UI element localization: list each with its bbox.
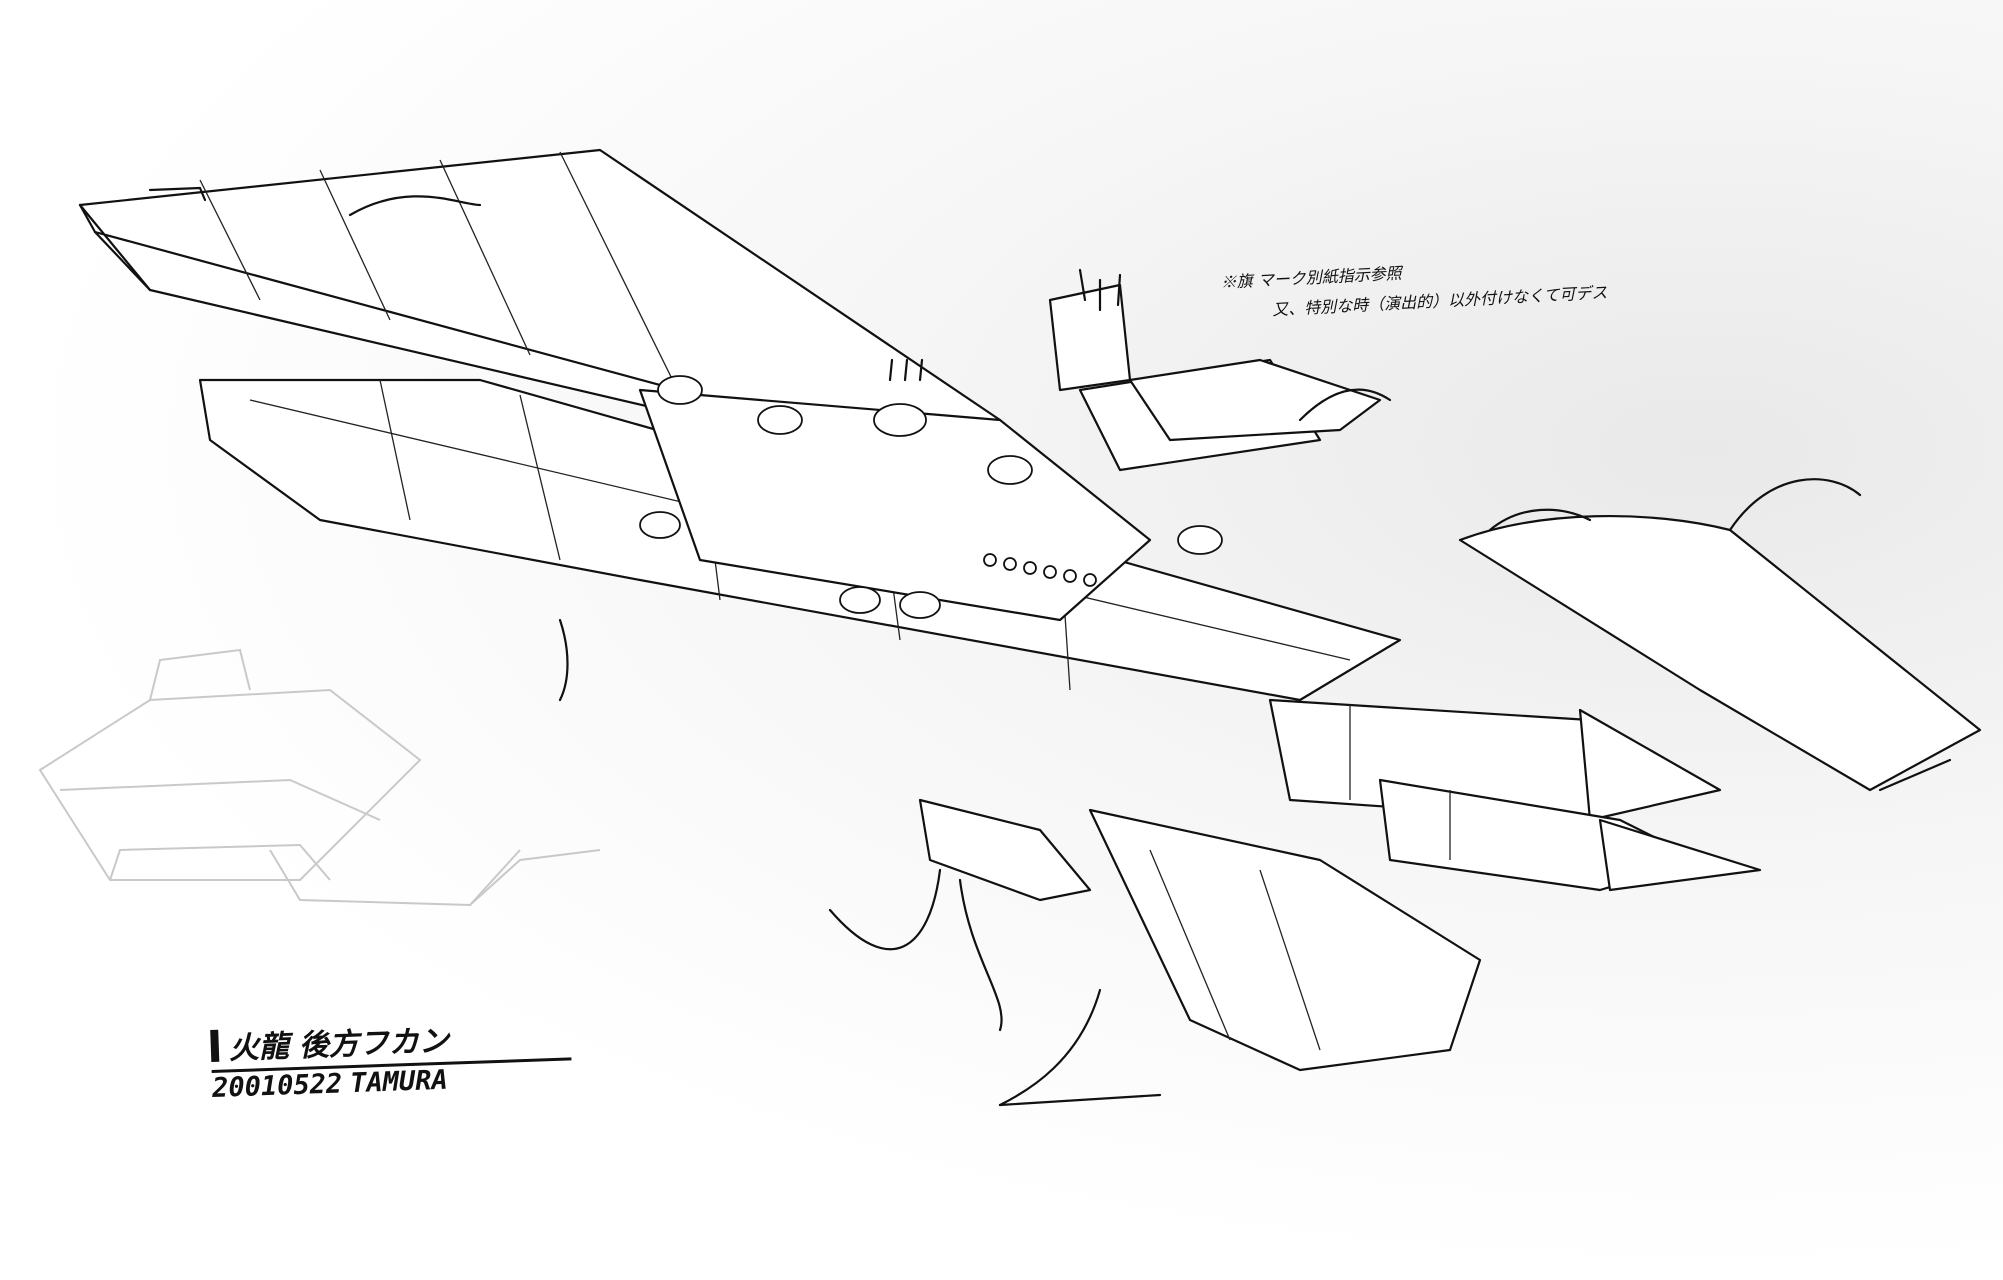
view-label: 後方フカン [298,1023,450,1064]
portholes [983,553,1097,587]
ghost-sketch [38,648,601,907]
turrets [639,358,1223,619]
lower-left-fins [558,618,1092,1032]
title-marker [210,1029,220,1062]
upper-hull [78,148,1002,472]
title-block: 火龍 後方フカン 20010522 TAMURA [210,1011,573,1104]
right-flared-wings [1458,478,1982,792]
engine-pods [1268,698,1762,892]
artist-signature: TAMURA [349,1064,449,1100]
drawing-date: 20010522 [211,1068,343,1104]
upper-right-wing [1128,358,1392,442]
ship-name: 火龍 [228,1029,290,1067]
lower-pontoon [998,808,1482,1107]
